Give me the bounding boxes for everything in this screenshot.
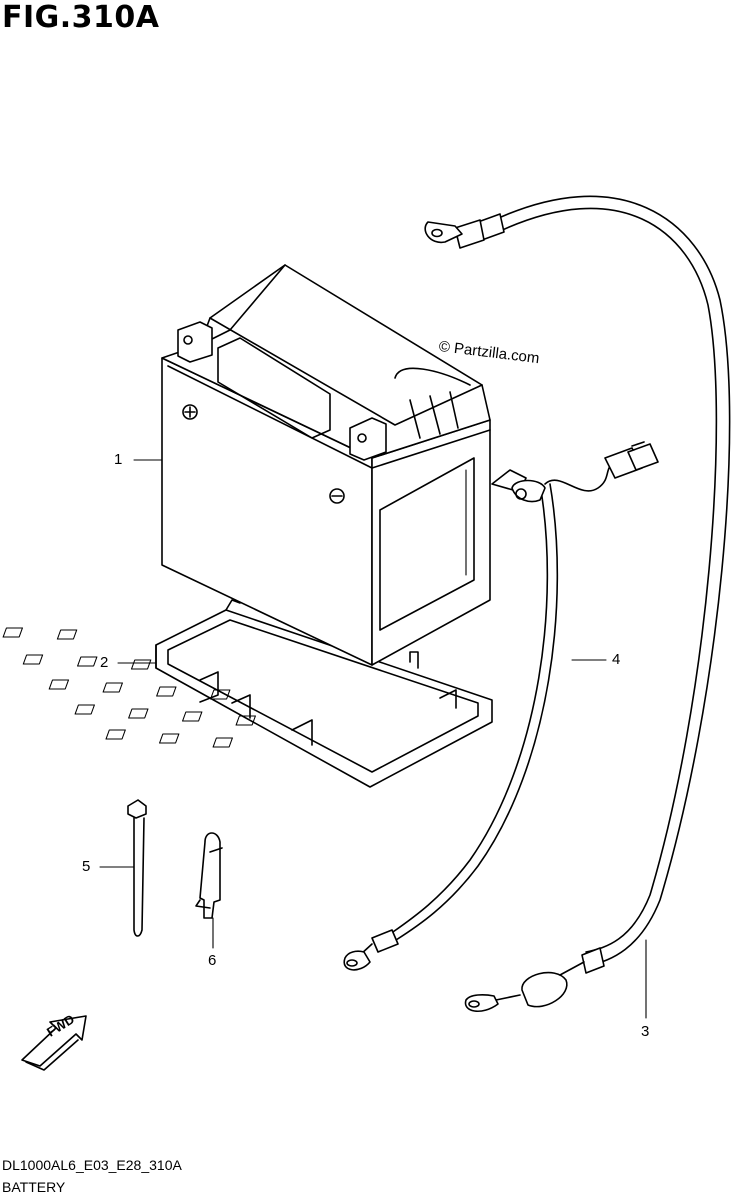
plus-lead-drawing bbox=[343, 441, 659, 971]
battery-drawing bbox=[161, 264, 491, 666]
clamp-drawing bbox=[195, 832, 223, 919]
leader-lines bbox=[99, 459, 647, 1019]
callout-6: 6 bbox=[208, 952, 217, 969]
section-name: BATTERY bbox=[2, 1179, 66, 1195]
cable-tie-drawing bbox=[127, 799, 147, 937]
model-code: DL1000AL6_E03_E28_310A bbox=[2, 1157, 182, 1173]
callout-1: 1 bbox=[114, 451, 123, 468]
forward-arrow-icon bbox=[21, 1015, 87, 1071]
callout-3: 3 bbox=[641, 1023, 650, 1040]
callout-5: 5 bbox=[82, 858, 91, 875]
callout-2: 2 bbox=[100, 654, 109, 671]
figure-title: FIG.310A bbox=[2, 0, 160, 35]
battery-tray-drawing bbox=[2, 599, 493, 788]
minus-lead-drawing bbox=[424, 195, 731, 1012]
callout-4: 4 bbox=[612, 651, 621, 668]
